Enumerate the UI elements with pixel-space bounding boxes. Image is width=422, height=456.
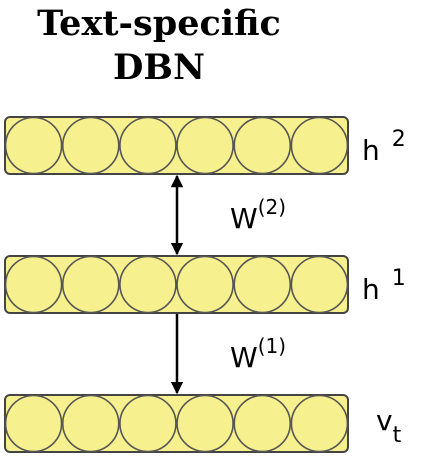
neuron-unit [119,255,177,314]
neuron-unit [290,255,349,314]
neuron-unit [290,116,349,175]
connection-w2-label: W(2) [230,195,286,235]
layer-h2-units [4,116,349,175]
connection-w1-label: W(1) [230,334,286,374]
neuron-unit [119,116,177,175]
neuron-unit [176,255,234,314]
title-line-1: Text-specific [37,3,281,44]
neuron-unit [176,394,234,453]
connection-w2: W(2) [170,174,286,256]
neuron-unit [290,394,349,453]
connection-w1: W(1) [170,314,286,395]
neuron-unit [4,394,63,453]
neuron-unit [233,255,292,314]
diagram-title: Text-specific DBN [0,2,318,90]
neuron-unit [61,255,120,314]
layer-h1-units [4,255,349,314]
layer-vt-label: vt [376,404,402,448]
layer-vt: vt [4,394,402,453]
neuron-unit [233,116,292,175]
layer-vt-units [4,394,349,453]
title-line-2: DBN [113,47,205,88]
neuron-unit [4,255,63,314]
neuron-unit [61,394,120,453]
neuron-unit [119,394,177,453]
neuron-unit [4,116,63,175]
neuron-unit [61,116,120,175]
neuron-unit [233,394,292,453]
neuron-unit [176,116,234,175]
